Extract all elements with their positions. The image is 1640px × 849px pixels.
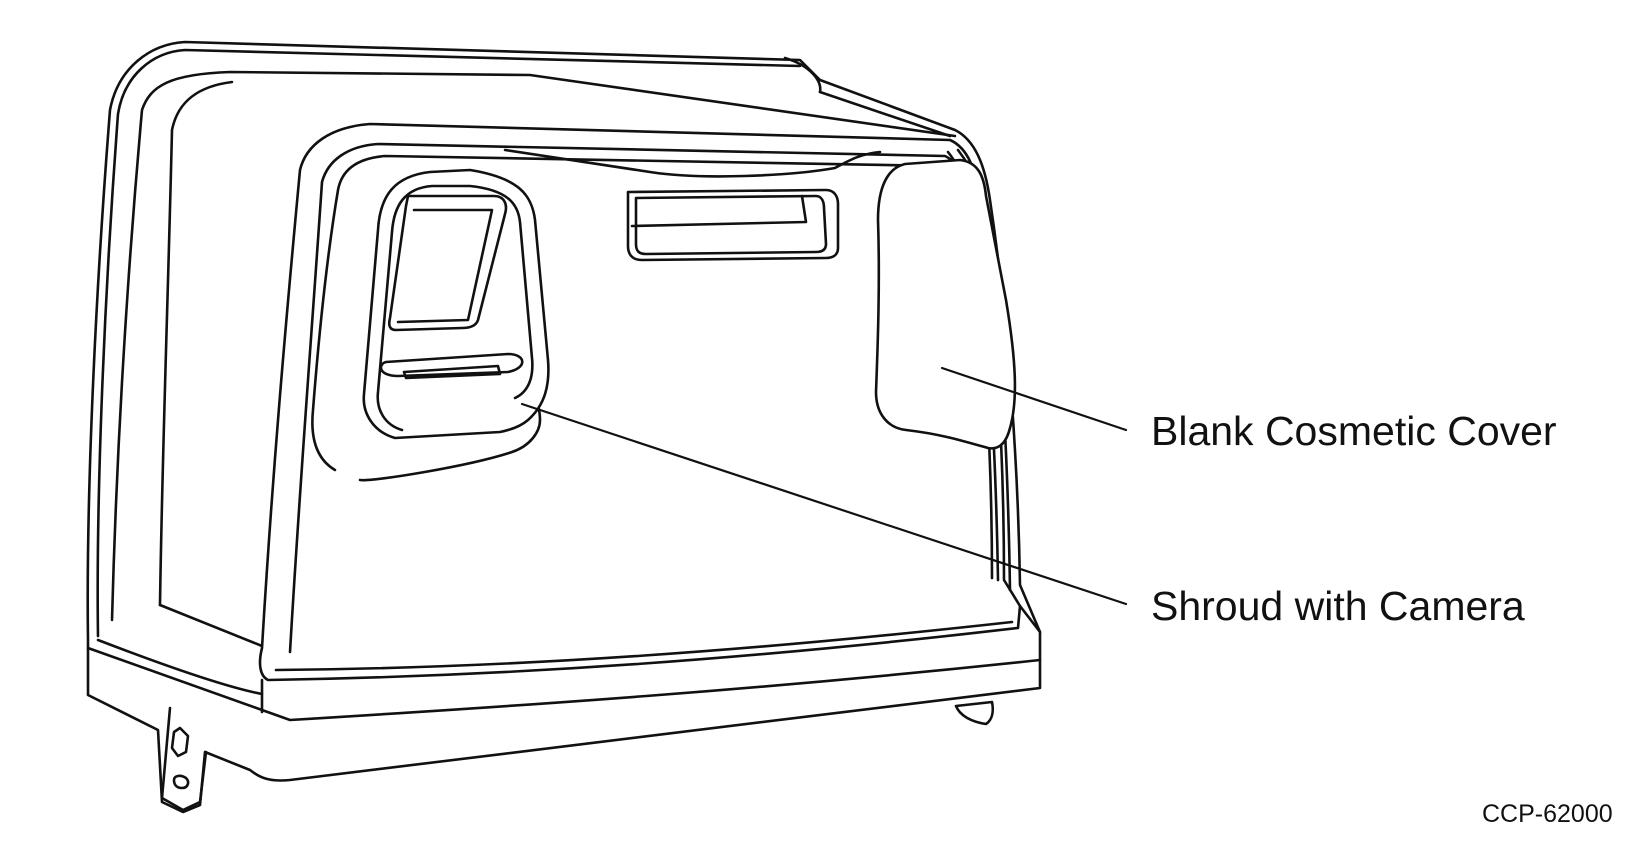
mounting-tab [160,706,208,812]
leader-line-cover [940,366,1128,432]
sensor-slot-icon [379,352,524,380]
callout-label-shroud-with-camera: Shroud with Camera [1151,583,1525,629]
mounting-hole-lower-icon [172,774,190,790]
device-base [86,604,1042,812]
mounting-hole-upper-icon [170,726,190,758]
camera-lens-icon [387,194,508,332]
camera-shroud [358,168,550,482]
scanner-window [503,148,882,262]
leader-line-shroud [520,402,1128,606]
blank-cosmetic-cover [874,158,1017,450]
figure-id: CCP-62000 [1482,800,1613,828]
callout-label-blank-cosmetic-cover: Blank Cosmetic Cover [1151,408,1557,454]
